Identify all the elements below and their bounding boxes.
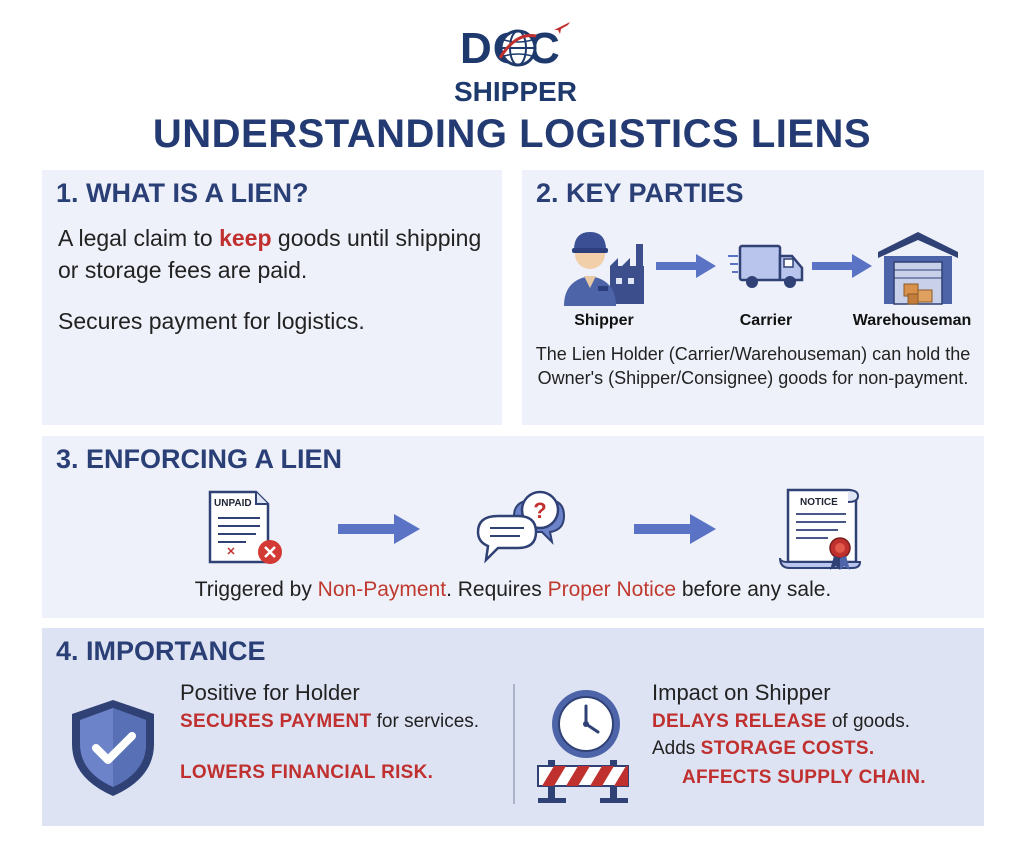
section-key-parties: 2. KEY PARTIES — [522, 170, 984, 425]
arrow-right-icon — [812, 254, 872, 278]
section1-definition: A legal claim to keep goods until shippi… — [58, 222, 488, 286]
globe-icon — [498, 29, 537, 67]
docshipper-logo: DOC SHIPPER — [452, 18, 577, 110]
notice-label: NOTICE — [800, 497, 838, 508]
section2-description: The Lien Holder (Carrier/Warehouseman) c… — [535, 344, 971, 388]
supply-chain-highlight: AFFECTS SUPPLY CHAIN. — [682, 767, 926, 788]
shipper-line-2: Adds STORAGE COSTS. — [652, 738, 874, 760]
shipper-line-2-pre: Adds — [652, 738, 701, 759]
delays-release-highlight: DELAYS RELEASE — [652, 711, 827, 732]
section2-title: 2. KEY PARTIES — [536, 178, 744, 208]
column-divider — [513, 684, 515, 804]
notice-scroll-icon — [779, 488, 862, 570]
plane-icon — [554, 22, 570, 34]
section1-title: 1. WHAT IS A LIEN? — [56, 178, 309, 208]
section3-text-e: before any sale. — [676, 578, 832, 601]
section1-text-before: A legal claim to — [58, 225, 220, 251]
arrow-right-icon — [656, 254, 716, 278]
holder-header: Positive for Holder — [180, 680, 360, 705]
truck-icon — [728, 244, 804, 288]
non-payment-highlight: Non-Payment — [317, 578, 447, 601]
section3-text-c: . Requires — [446, 578, 548, 601]
arrow-right-icon — [634, 514, 716, 544]
logo-shipper-text: SHIPPER — [454, 76, 577, 107]
holder-line-2: LOWERS FINANCIAL RISK. — [180, 762, 433, 784]
section3-summary: Triggered by Non-Payment. Requires Prope… — [42, 578, 984, 602]
shipper-line-1: DELAYS RELEASE of goods. — [652, 711, 910, 733]
section3-text-a: Triggered by — [194, 578, 318, 601]
section4-title: 4. IMPORTANCE — [56, 636, 266, 666]
warehouse-icon — [878, 232, 958, 305]
holder-line-1: SECURES PAYMENT for services. — [180, 711, 479, 733]
shipper-worker-icon — [564, 232, 644, 306]
section1-keep-highlight: keep — [219, 225, 272, 251]
party-label-warehouseman: Warehouseman — [852, 312, 972, 329]
arrow-right-icon — [338, 514, 420, 544]
shipper-header: Impact on Shipper — [652, 680, 831, 705]
party-label-carrier: Carrier — [739, 312, 793, 329]
section-enforcing-lien: 3. ENFORCING A LIEN UNPAID ? — [42, 436, 984, 618]
unpaid-invoice-icon — [208, 490, 282, 564]
holder-line-1-rest: for services. — [371, 711, 480, 732]
communication-question-icon: ? — [476, 490, 566, 564]
shield-check-icon — [72, 700, 154, 796]
party-label-shipper: Shipper — [574, 312, 634, 329]
secures-payment-highlight: SECURES PAYMENT — [180, 711, 372, 732]
section3-title: 3. ENFORCING A LIEN — [56, 444, 343, 474]
storage-costs-highlight: STORAGE COSTS. — [700, 738, 875, 759]
proper-notice-highlight: Proper Notice — [547, 578, 676, 601]
shipper-line-1-rest: of goods. — [826, 711, 910, 732]
section1-secures-text: Secures payment for logistics. — [58, 308, 365, 334]
section-importance: 4. IMPORTANCE Positive for Holder SECURE… — [42, 628, 984, 826]
section1-text-after: goods until shipping or storage fees are… — [58, 225, 482, 283]
section-what-is-lien: 1. WHAT IS A LIEN? A legal claim to keep… — [42, 170, 502, 425]
svg-text:?: ? — [533, 498, 546, 523]
clock-barrier-icon — [537, 690, 629, 803]
page-title: UNDERSTANDING LOGISTICS LIENS — [152, 112, 872, 156]
lowers-risk-highlight: LOWERS FINANCIAL RISK. — [180, 762, 434, 783]
unpaid-label: UNPAID — [214, 498, 252, 509]
shipper-line-3: AFFECTS SUPPLY CHAIN. — [682, 767, 926, 789]
